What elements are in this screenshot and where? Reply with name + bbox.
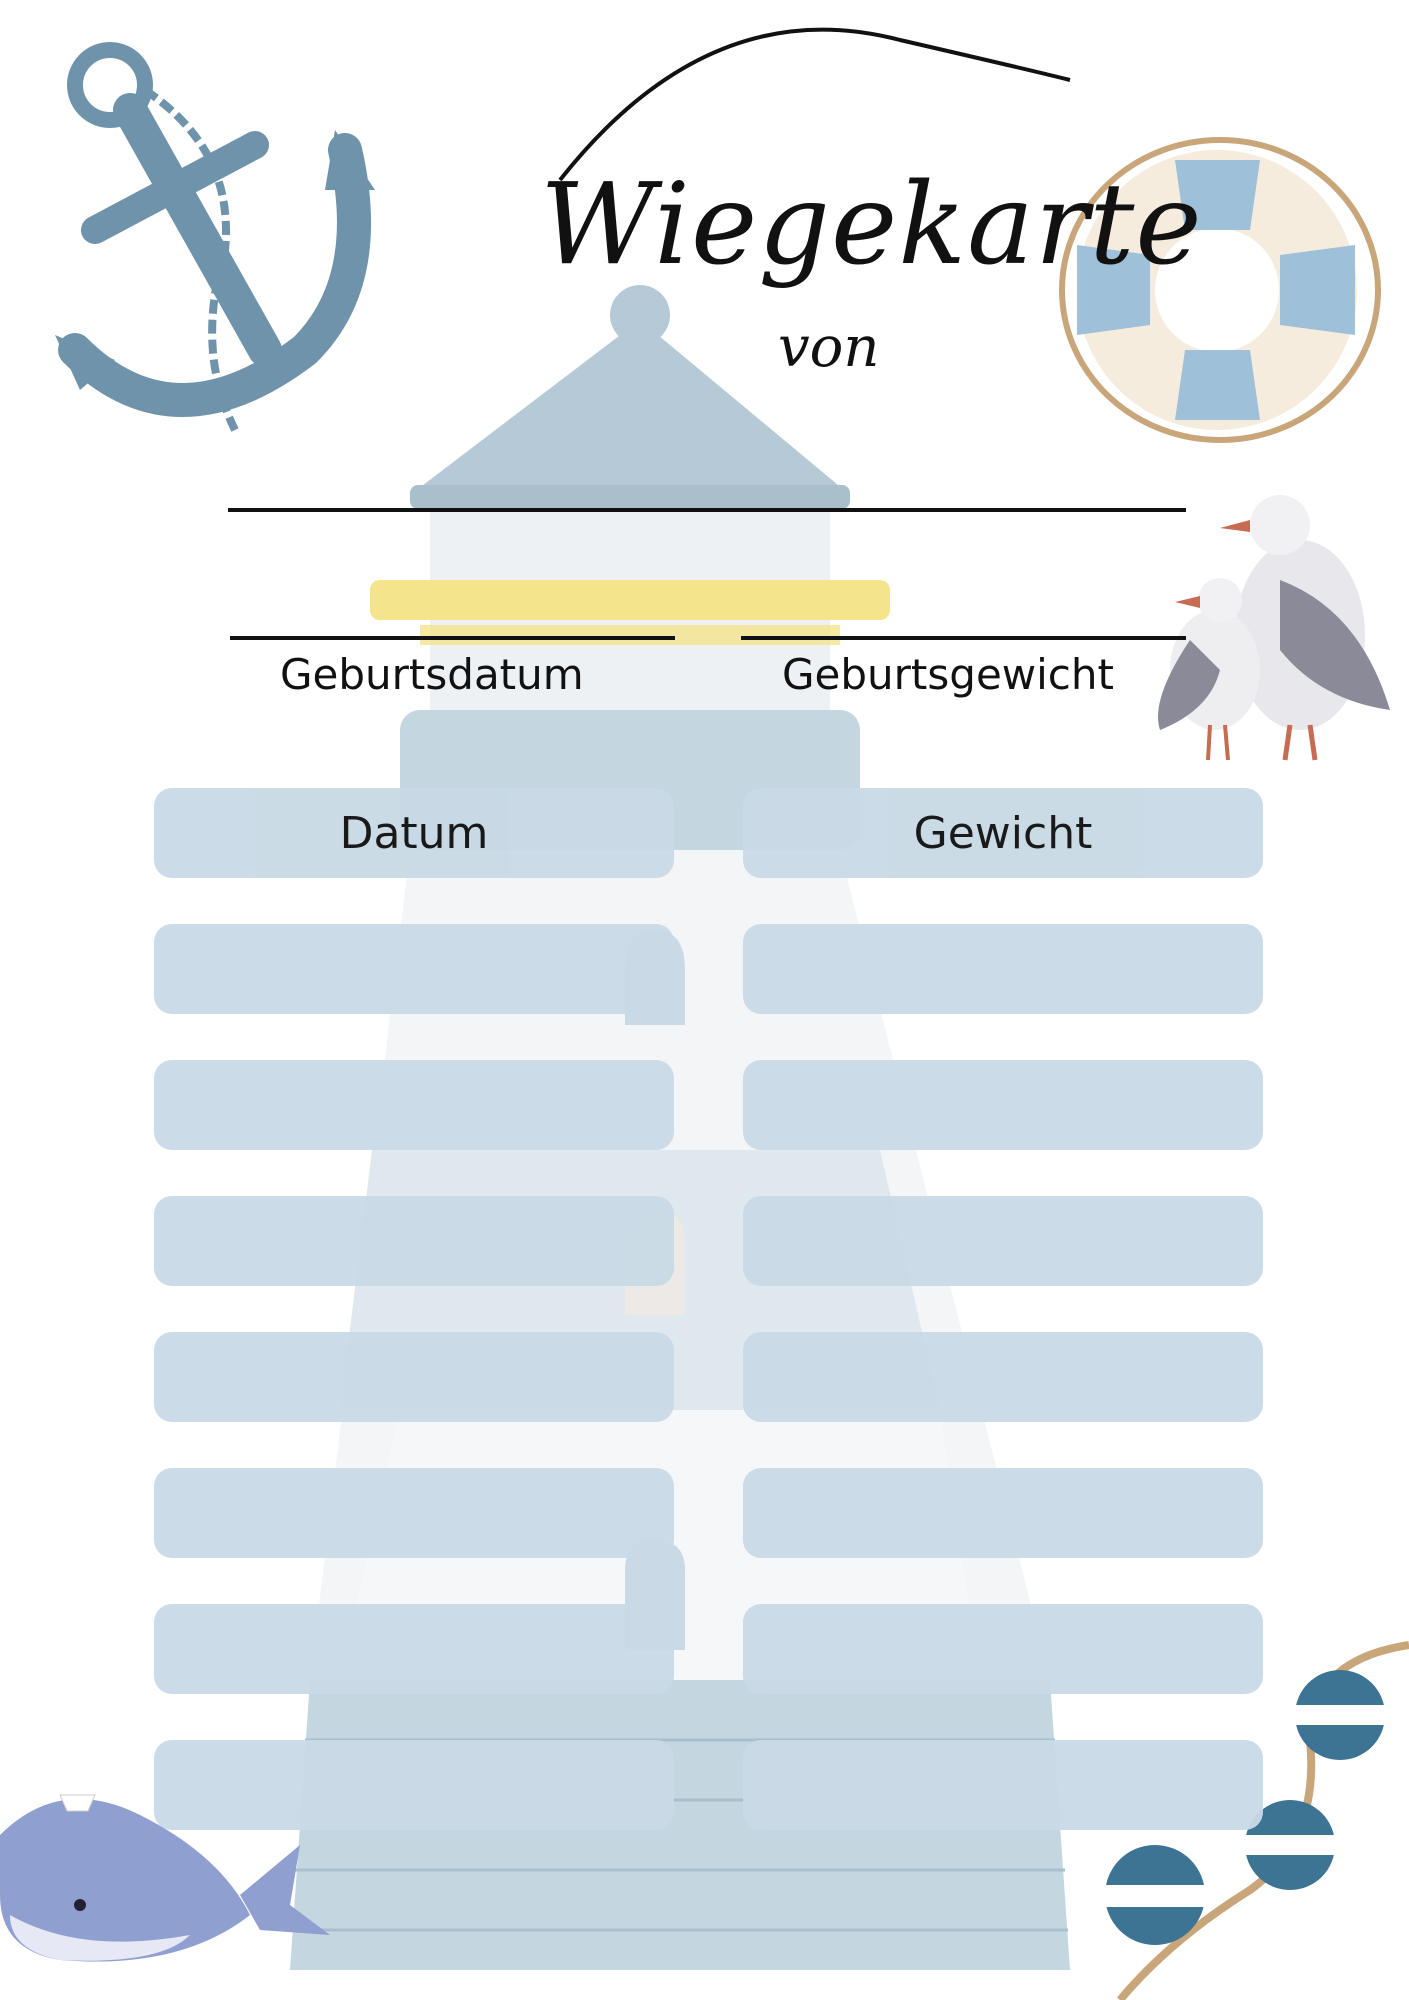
header-gewicht: Gewicht (743, 788, 1263, 878)
name-line (228, 508, 1186, 512)
buoys-icon (1105, 1641, 1409, 2000)
life-ring-icon (1059, 137, 1381, 443)
table-row-date (154, 1060, 674, 1150)
table-row-weight (743, 924, 1263, 1014)
seagulls-icon (1158, 495, 1390, 761)
table-row-date (154, 924, 674, 1014)
page-title: Wiegekarte (540, 160, 1203, 290)
table-row-weight (743, 1060, 1263, 1150)
header-datum: Datum (154, 788, 674, 878)
table-row-weight (743, 1468, 1263, 1558)
title-swash (558, 27, 1071, 182)
table-row-weight (743, 1332, 1263, 1422)
table-row-weight (743, 1196, 1263, 1286)
table-row-weight (743, 1604, 1263, 1694)
table-row-date (154, 1468, 674, 1558)
birth-weight-label: Geburtsgewicht (782, 650, 1114, 699)
table-row-date (154, 1740, 674, 1830)
table-row-weight (743, 1740, 1263, 1830)
anchor-icon (55, 42, 375, 432)
birth-date-label: Geburtsdatum (280, 650, 584, 699)
birth-weight-line (741, 636, 1186, 640)
table-row-date (154, 1196, 674, 1286)
page-subtitle: von (778, 315, 880, 380)
table-row-date (154, 1332, 674, 1422)
whale-icon (0, 1794, 330, 1962)
table-row-date (154, 1604, 674, 1694)
birth-date-line (230, 636, 675, 640)
